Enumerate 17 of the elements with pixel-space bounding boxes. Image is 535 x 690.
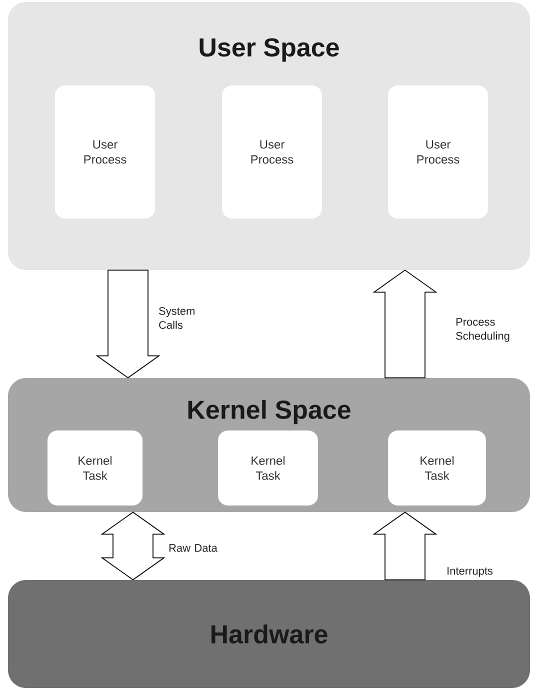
block-arrow [372,512,438,580]
process-box: User Process [55,86,155,218]
edge-label: Interrupts [448,567,493,577]
process-box: Kernel Task [388,430,486,506]
block-arrow [100,512,166,580]
process-box: Kernel Task [48,430,142,506]
band-title: Hardware [212,624,328,644]
band-title: Kernel Space [188,400,350,424]
band-title: User Space [200,38,339,62]
edge-label: Process Scheduling [456,318,510,342]
block-arrow [96,270,160,378]
edge-label: System Calls [159,307,194,329]
process-box: Kernel Task [218,430,318,506]
process-box: User Process [388,86,488,218]
edge-label: Raw Data [169,544,218,552]
process-box: User Process [222,86,322,218]
block-arrow [372,270,438,378]
